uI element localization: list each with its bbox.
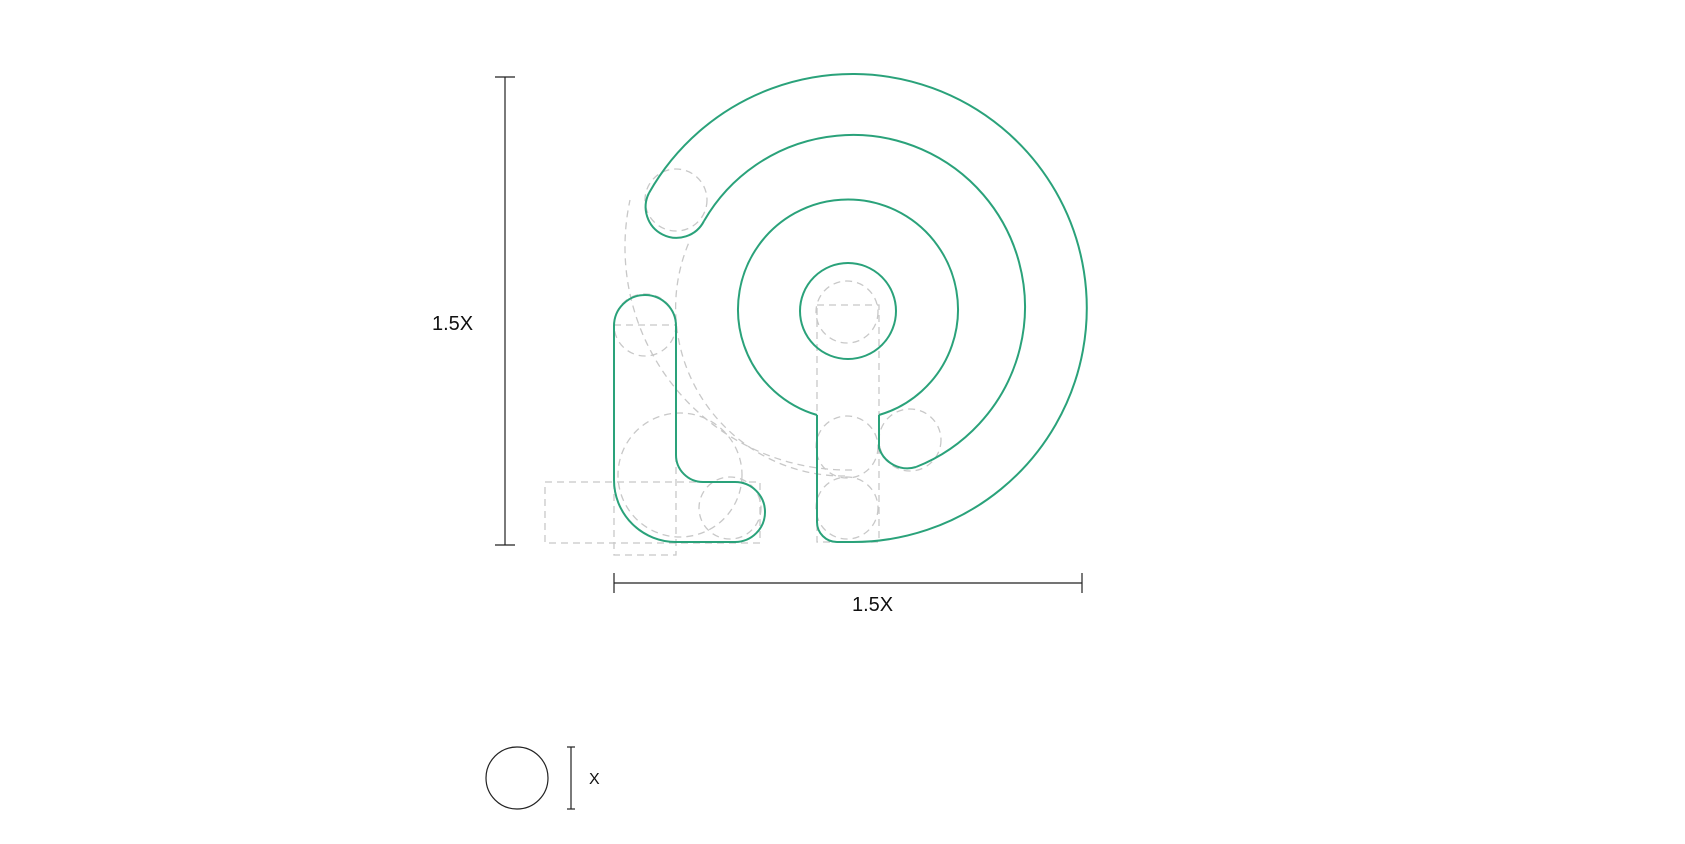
logo-outer-band-cap	[644, 192, 705, 239]
unit-circle	[485, 746, 549, 810]
logo-outer-band	[648, 73, 1088, 544]
height-dimension-label: 1.5X	[432, 313, 473, 335]
width-dimension-label: 1.5X	[852, 594, 893, 616]
guide-circle-center	[815, 280, 879, 344]
logo-middle-ring	[737, 198, 959, 416]
guide-arc-large	[624, 199, 853, 471]
guide-rect-foot	[544, 481, 761, 544]
unit-legend: X	[485, 746, 600, 810]
guide-circle-stem-1	[815, 415, 879, 479]
guide-circle-foot-large	[617, 412, 743, 538]
unit-label: X	[589, 771, 600, 788]
logo-hook	[878, 415, 917, 470]
construction-guides	[544, 168, 942, 556]
guide-circle-foot-small	[698, 476, 762, 540]
logo-left-stem	[613, 294, 766, 543]
logo-center-stem	[816, 415, 849, 543]
guide-circle-stem-2	[815, 476, 879, 540]
guide-arc-inner	[675, 239, 846, 477]
logo-center-dot	[799, 262, 897, 360]
guide-circle-top-left	[644, 168, 708, 232]
height-dimension: 1.5X	[432, 76, 515, 546]
logo-outer-band-inner-edge	[703, 133, 1026, 468]
width-dimension: 1.5X	[613, 573, 1083, 616]
guide-rect-left-stem	[613, 324, 677, 556]
logo-outline	[613, 73, 1088, 544]
